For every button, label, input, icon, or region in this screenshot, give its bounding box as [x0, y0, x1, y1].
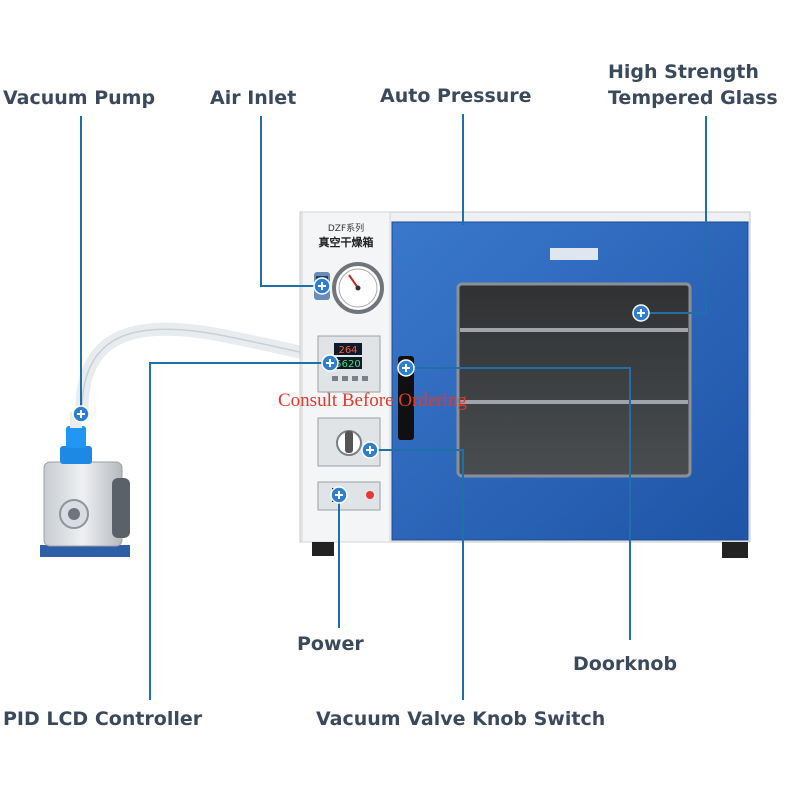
- marker-glass: [632, 304, 650, 322]
- label-power: Power: [297, 633, 364, 655]
- model-text: DZF系列: [328, 222, 364, 234]
- callout-markers: [72, 277, 650, 504]
- leader-air-inlet: [260, 116, 320, 287]
- marker-pid-controller: [321, 354, 339, 372]
- vacuum-hose: [75, 322, 302, 411]
- marker-valve: [361, 441, 379, 459]
- label-glass-line1: High Strength: [608, 61, 759, 83]
- leader-valve: [370, 449, 464, 700]
- marker-power: [330, 486, 348, 504]
- leader-lines: [80, 114, 707, 700]
- label-air-inlet: Air Inlet: [210, 87, 297, 109]
- vacuum-oven-illustration: DZF系列 真空干燥箱 264 5620: [299, 211, 751, 558]
- marker-vacuum-pump: [72, 405, 90, 423]
- label-glass-line2: Tempered Glass: [608, 87, 778, 109]
- display-top-text: 264: [338, 345, 357, 356]
- watermark-text: Consult Before Ordering: [278, 390, 467, 411]
- label-vacuum-valve: Vacuum Valve Knob Switch: [316, 708, 606, 730]
- display-bottom-text: 5620: [335, 359, 360, 370]
- marker-air-inlet: [313, 277, 331, 295]
- leader-doorknob: [406, 367, 631, 640]
- label-vacuum-pump: Vacuum Pump: [3, 87, 156, 109]
- leader-pid-controller: [149, 362, 329, 700]
- vacuum-pump-illustration: [40, 412, 130, 557]
- product-name-text: 真空干燥箱: [319, 235, 374, 249]
- marker-doorknob: [397, 359, 415, 377]
- label-auto-pressure: Auto Pressure: [380, 85, 532, 107]
- leader-glass: [641, 116, 707, 314]
- label-doorknob: Doorknob: [573, 653, 678, 675]
- label-pid-controller: PID LCD Controller: [3, 708, 203, 730]
